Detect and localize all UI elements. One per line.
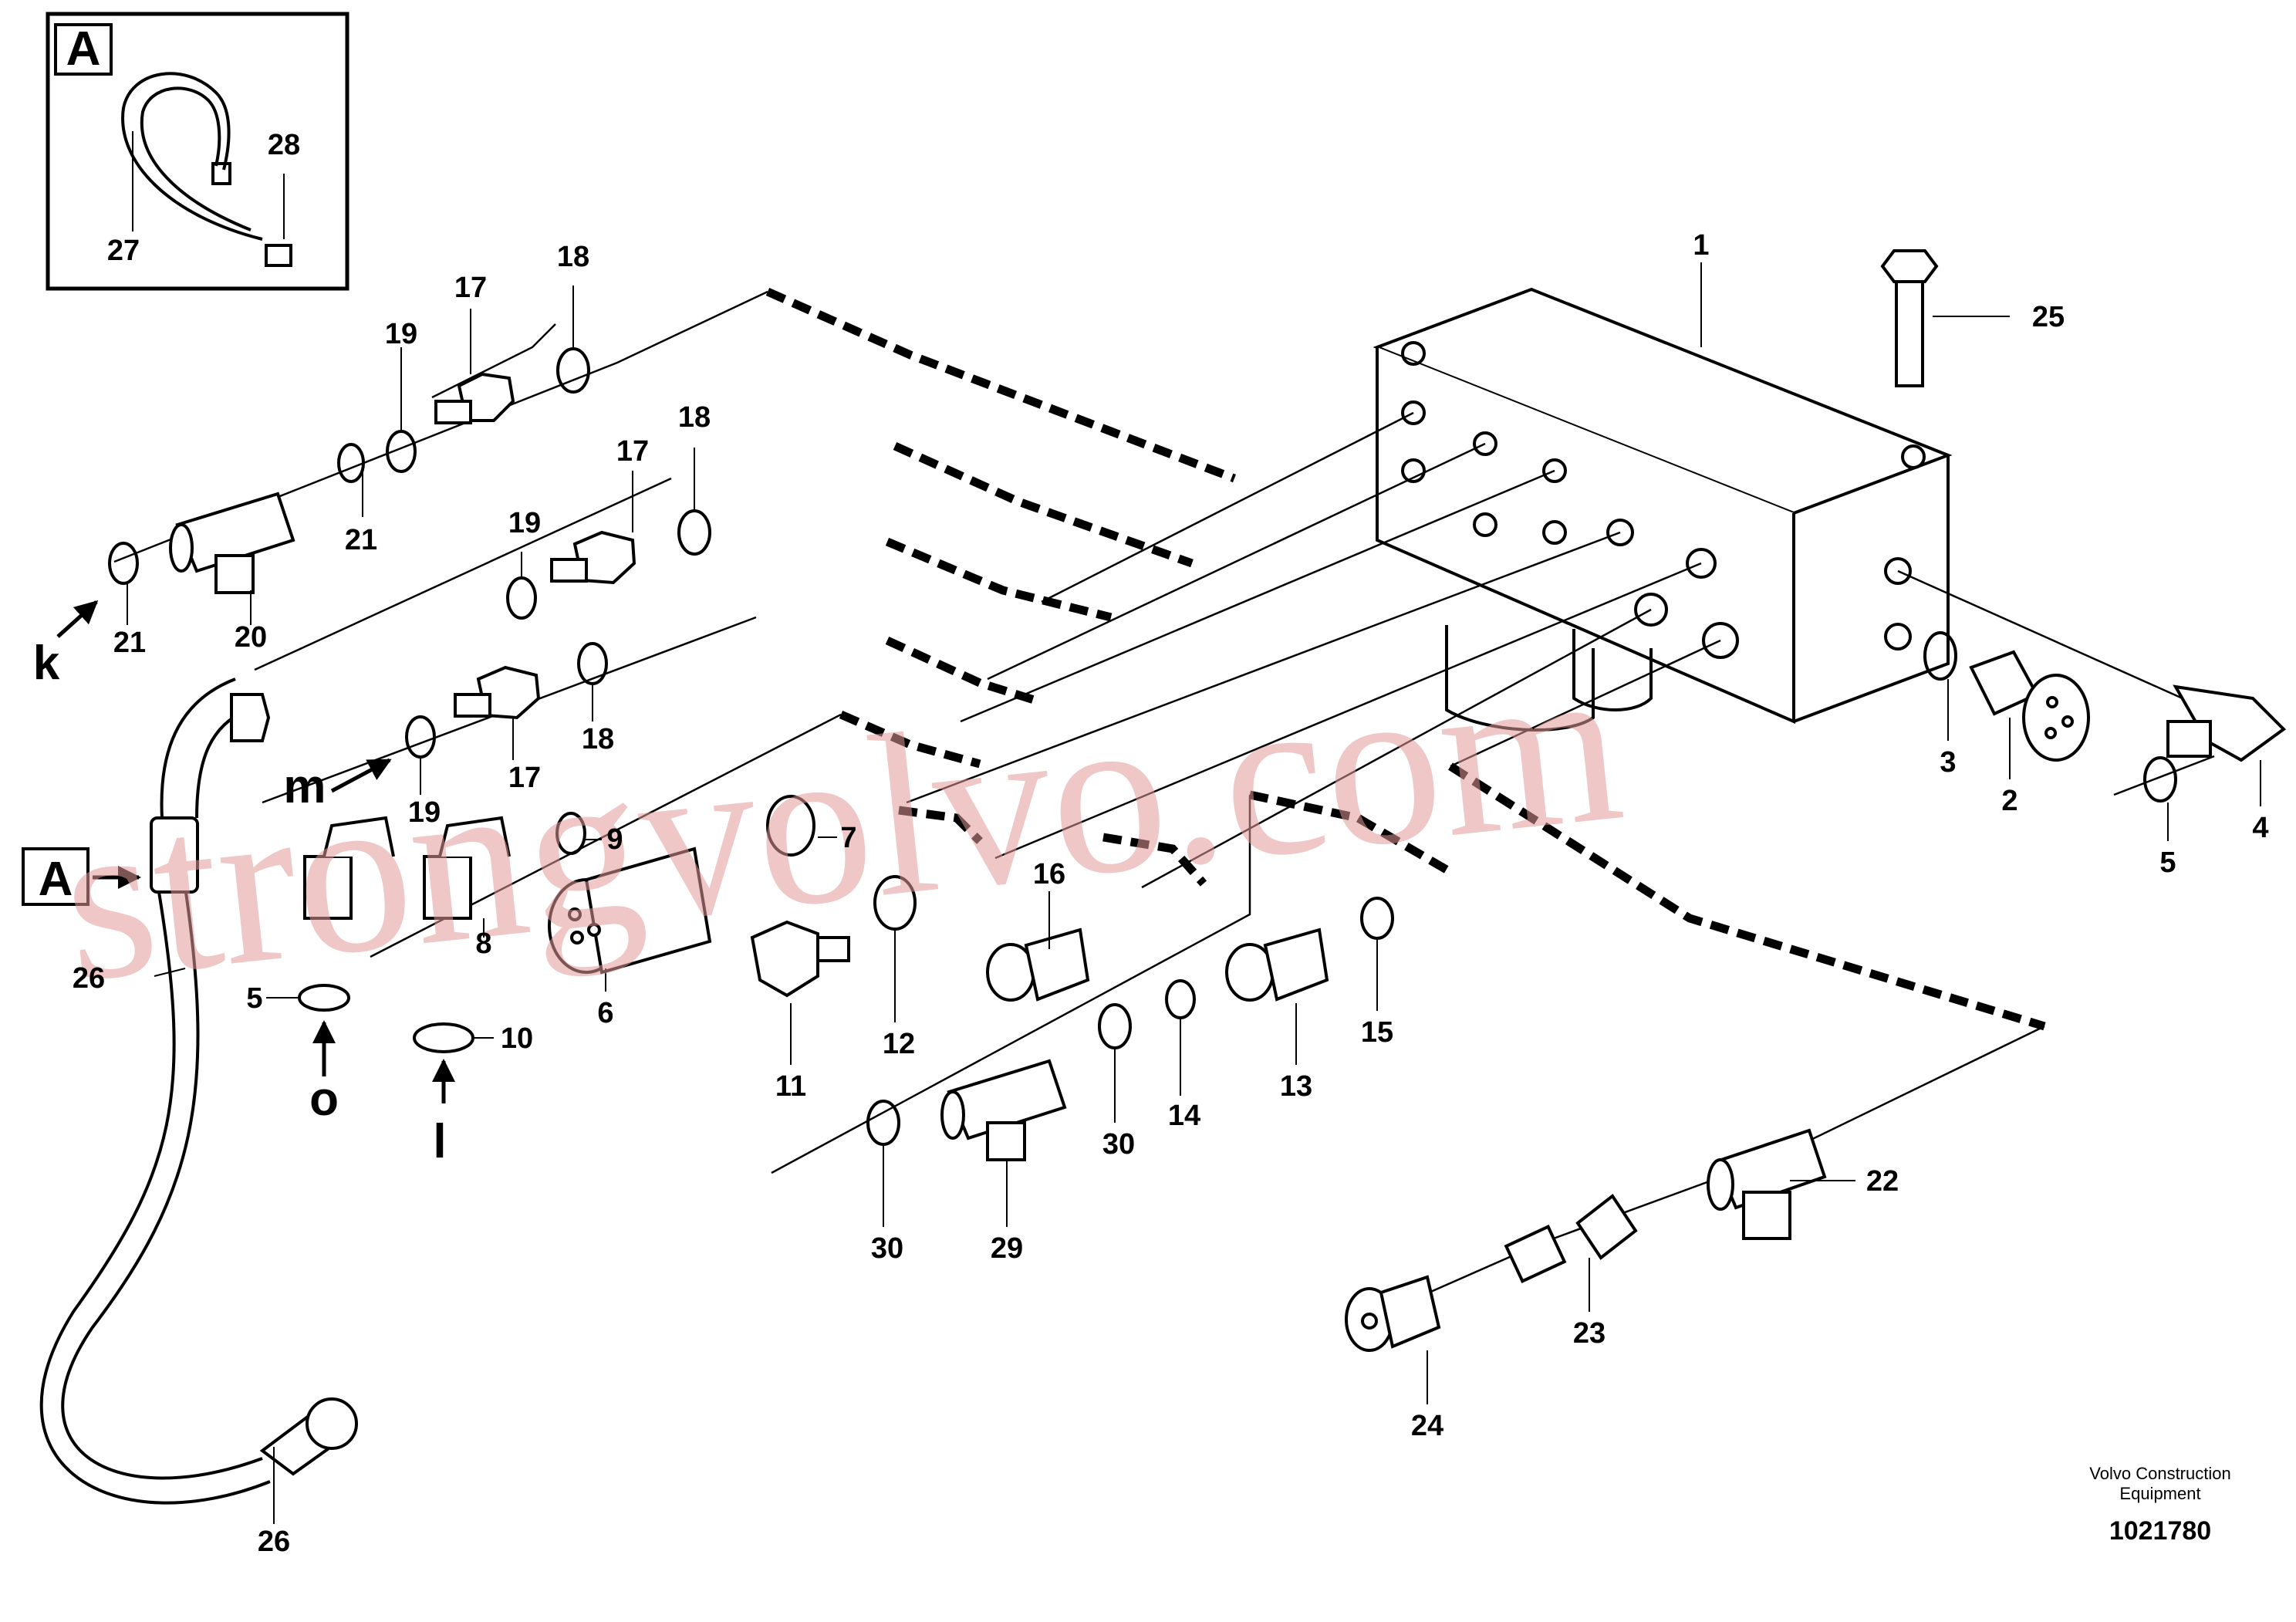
adapter-16: [986, 928, 1090, 1002]
callout-6: 6: [597, 997, 613, 1029]
hose-assembly: [39, 678, 358, 1505]
callout-27: 27: [107, 235, 140, 267]
connection-lines: [113, 290, 2215, 1329]
callout-23: 23: [1573, 1317, 1606, 1350]
callout-22: 22: [1866, 1165, 1899, 1198]
callout-15: 15: [1361, 1016, 1393, 1049]
callout-26a: 26: [73, 962, 105, 995]
coupling-23: [1504, 1194, 1638, 1283]
cable-tie-icon: [121, 72, 292, 267]
callout-5a: 5: [2159, 846, 2176, 879]
callout-20: 20: [235, 621, 267, 654]
callout-17c: 17: [508, 762, 541, 794]
sensor-2: [1969, 650, 2090, 762]
view-letter-k: k: [33, 637, 60, 690]
callout-30b: 30: [871, 1232, 903, 1265]
elbow-fitting-4: [2166, 684, 2287, 762]
callout-24: 24: [1411, 1410, 1443, 1442]
plug-11: [750, 920, 850, 998]
callout-3: 3: [1940, 746, 1956, 779]
view-letter-m: m: [283, 760, 326, 813]
view-letter-a: A: [39, 853, 73, 906]
callout-25: 25: [2032, 301, 2065, 333]
tee-fitting-22: [1707, 1128, 1827, 1240]
elbow-fittings: [303, 816, 511, 920]
callout-14: 14: [1168, 1100, 1200, 1132]
callout-19b: 19: [508, 507, 541, 539]
callout-26b: 26: [258, 1526, 290, 1558]
callout-28: 28: [268, 129, 300, 161]
callout-21a: 21: [345, 524, 377, 556]
leader-lines: [127, 262, 2261, 1524]
view-arrows: [22, 600, 455, 1103]
view-letters: k m o l A: [33, 637, 447, 1168]
callout-7: 7: [840, 822, 856, 854]
tee-fitting-29: [940, 1059, 1067, 1161]
drawing-number: 1021780: [2109, 1516, 2211, 1546]
inset-letter: A: [66, 22, 101, 76]
valve-block: [1373, 287, 1953, 732]
callout-18a: 18: [557, 241, 589, 273]
quick-coupler-24: [1345, 1275, 1441, 1352]
callout-12: 12: [883, 1028, 915, 1060]
fittings: [169, 372, 2287, 1352]
callout-11: 11: [775, 1070, 806, 1103]
detail-inset-a: A: [46, 12, 349, 291]
arrow-k: [56, 600, 99, 638]
callout-labels: 1 2 3 4 5 5 6 7 8 9 10 11 12 13 14 15 16…: [73, 129, 2269, 1558]
callout-10: 10: [501, 1022, 533, 1055]
pressure-sensor-17c: [454, 665, 541, 720]
callout-29: 29: [991, 1232, 1023, 1265]
callout-2: 2: [2001, 785, 2017, 817]
callout-13: 13: [1280, 1070, 1312, 1103]
callout-8: 8: [475, 928, 491, 960]
adapter-13: [1225, 928, 1329, 1002]
footer: Volvo Construction Equipment 1021780: [2089, 1464, 2230, 1546]
pressure-sensor-17a: [434, 372, 515, 424]
arrow-m: [330, 758, 392, 793]
callout-19c: 19: [408, 796, 441, 829]
callout-19a: 19: [385, 318, 417, 350]
callout-5b: 5: [246, 982, 262, 1015]
company-name-line1: Volvo Construction: [2089, 1464, 2230, 1483]
callout-4: 4: [2252, 812, 2268, 844]
tee-fitting-20: [169, 492, 295, 594]
callout-30a: 30: [1102, 1128, 1135, 1161]
company-name-line2: Equipment: [2119, 1484, 2200, 1503]
callout-1: 1: [1693, 229, 1709, 262]
bolt: [1880, 249, 1939, 387]
callout-21b: 21: [113, 627, 146, 659]
callout-9: 9: [606, 823, 623, 856]
callout-18b: 18: [678, 401, 711, 434]
callout-17a: 17: [454, 272, 487, 304]
view-letter-o: o: [309, 1073, 339, 1126]
callout-17b: 17: [616, 435, 649, 468]
callout-16: 16: [1033, 858, 1065, 890]
view-letter-l: l: [433, 1115, 446, 1168]
pressure-sensor-17b: [550, 530, 636, 585]
callout-18c: 18: [582, 723, 614, 755]
electrical-connector-6: [548, 846, 712, 975]
